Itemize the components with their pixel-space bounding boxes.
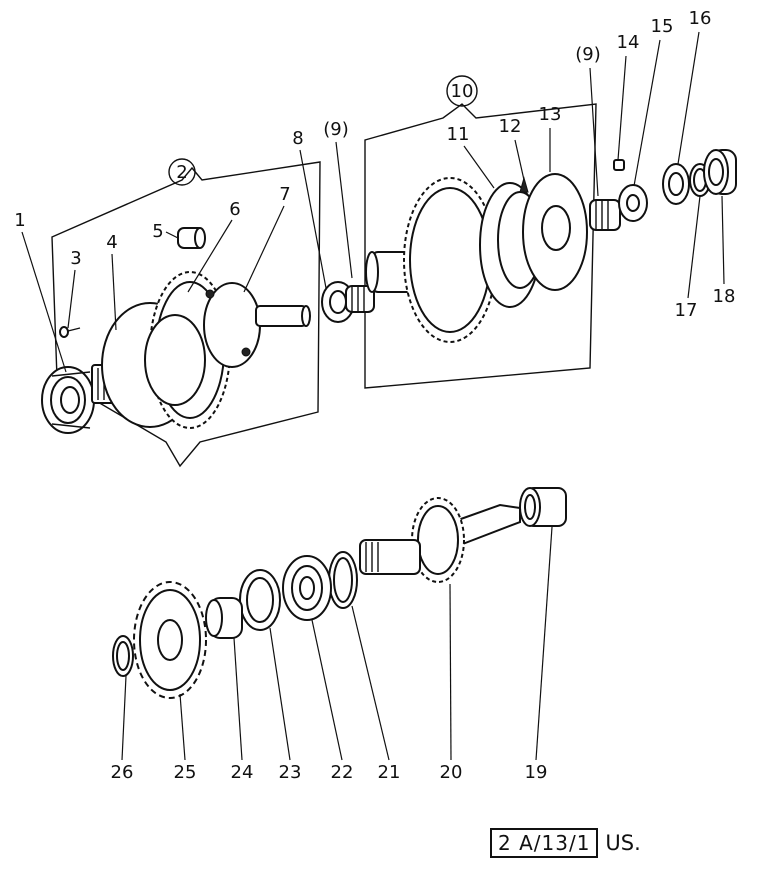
label-part-19: 19 — [525, 762, 548, 783]
label-part-13: 13 — [539, 104, 562, 125]
label-part-11: 11 — [447, 124, 470, 145]
clutch-drum-assembly-part-4-6-7 — [91, 271, 311, 429]
label-part-7: 7 — [279, 184, 290, 205]
part-number-labels: 1 3 4 5 6 7 8 (9) 11 12 13 (9) 14 15 16 … — [14, 8, 735, 783]
label-part-23: 23 — [279, 762, 302, 783]
label-part-3: 3 — [70, 248, 81, 269]
screw-part-3 — [59, 326, 81, 338]
label-part-5: 5 — [152, 221, 163, 242]
needle-bearing-part-19 — [519, 487, 567, 527]
label-part-17: 17 — [675, 300, 698, 321]
label-part-6: 6 — [229, 199, 240, 220]
circlip-part-21 — [328, 551, 358, 609]
label-part-9-right: (9) — [575, 44, 601, 65]
label-part-12: 12 — [499, 116, 522, 137]
ball-bearing-part-18 — [703, 149, 737, 195]
reference-code: 2 A/13/1 — [490, 828, 599, 858]
reference-code-block: 2 A/13/1 US. — [490, 828, 641, 858]
needle-cage-part-9-right — [589, 199, 621, 231]
sleeve-part-15 — [618, 184, 648, 222]
label-part-14: 14 — [617, 32, 640, 53]
group-2-badge — [168, 158, 196, 186]
group-10-label: 10 — [451, 81, 474, 102]
circlip-part-26 — [112, 635, 134, 677]
label-part-25: 25 — [174, 762, 197, 783]
label-part-18: 18 — [713, 286, 736, 307]
group-10-frame: 10 — [364, 75, 597, 389]
label-part-26: 26 — [111, 762, 134, 783]
bushing-part-5 — [177, 227, 206, 249]
main-shaft-part-20 — [359, 497, 521, 583]
label-part-9-left: (9) — [323, 119, 349, 140]
spacer-sleeve-part-24 — [205, 597, 243, 639]
label-part-16: 16 — [689, 8, 712, 29]
label-part-22: 22 — [331, 762, 354, 783]
label-part-8: 8 — [292, 128, 303, 149]
group-2-label: 2 — [176, 162, 187, 183]
label-part-15: 15 — [651, 16, 674, 37]
ring-part-23 — [239, 569, 281, 631]
washer-part-16 — [662, 163, 690, 205]
label-part-24: 24 — [231, 762, 254, 783]
needle-cage-part-9-left — [345, 285, 375, 313]
group-10-badge — [446, 75, 478, 107]
label-part-1: 1 — [14, 210, 25, 231]
ball-bearing-part-1 — [41, 366, 95, 434]
label-part-21: 21 — [378, 762, 401, 783]
ball-bearing-part-22 — [282, 555, 332, 621]
gear-assembly-part-10-13 — [365, 173, 588, 343]
leader-lines — [21, 31, 725, 761]
pin-part-14 — [613, 159, 625, 171]
label-part-20: 20 — [440, 762, 463, 783]
label-part-4: 4 — [106, 232, 117, 253]
sprocket-part-25 — [133, 581, 207, 699]
reference-suffix: US. — [605, 831, 641, 855]
